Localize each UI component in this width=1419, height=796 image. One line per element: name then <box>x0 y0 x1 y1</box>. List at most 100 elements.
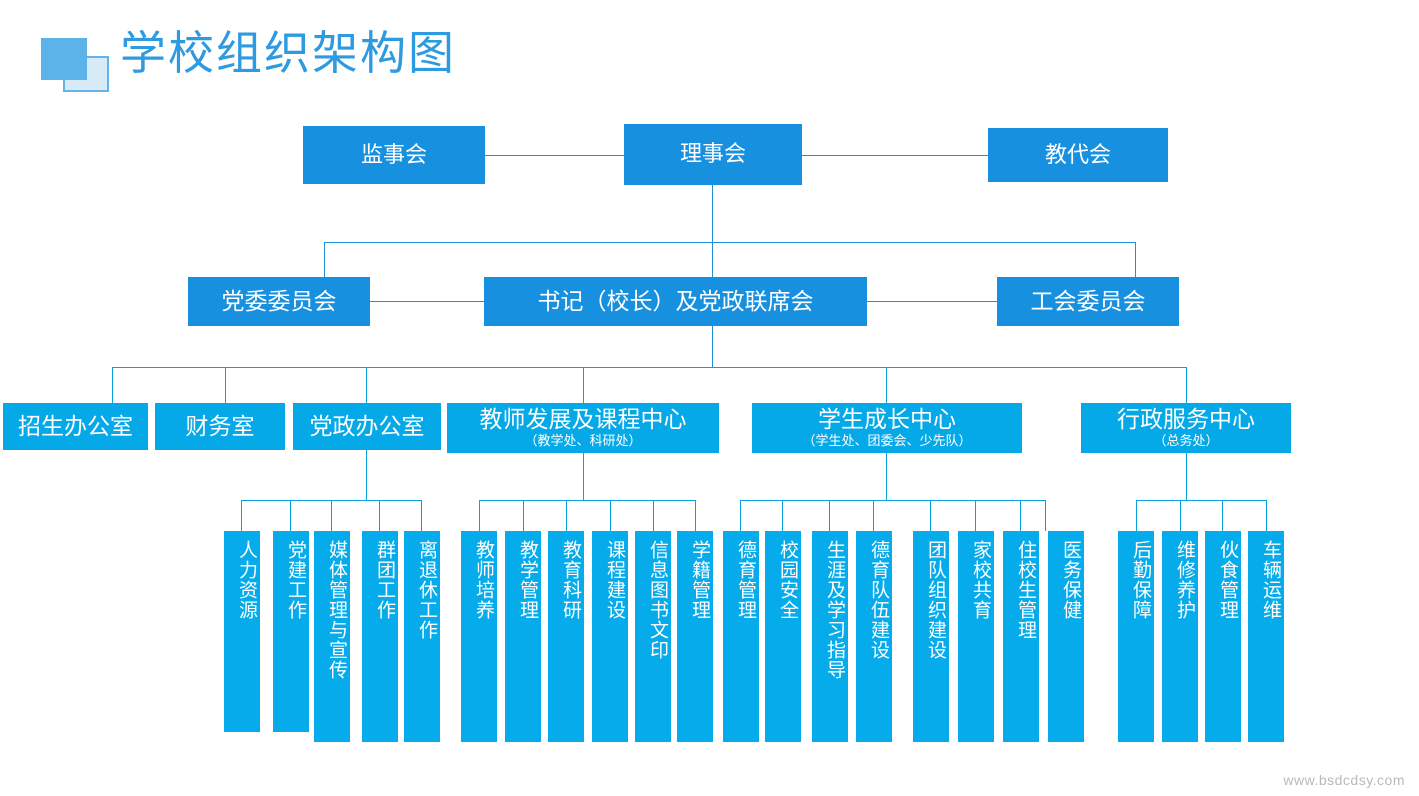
connector-groupA-drop-1 <box>241 500 242 531</box>
connector-groupC-drop-3 <box>829 500 830 531</box>
connector-groupB-bus <box>479 500 695 501</box>
connector-l2-drop-right <box>1135 242 1136 277</box>
connector-groupB-drop-3 <box>566 500 567 531</box>
connector-groupB-drop-1 <box>479 500 480 531</box>
leaf-label: 媒体管理与宣传 <box>326 540 347 680</box>
node-party-admin-office[interactable]: 党政办公室 <box>293 403 441 450</box>
leaf-home-school-coeducation[interactable]: 家校共育 <box>958 531 994 742</box>
node-label: 监事会 <box>360 141 427 167</box>
connector-groupA-stem <box>366 450 367 500</box>
connector-l1-right <box>802 155 988 156</box>
connector-groupB-stem <box>583 453 584 500</box>
leaf-label: 党建工作 <box>285 540 306 620</box>
node-label: 行政服务中心 <box>1117 406 1255 433</box>
connector-l3-drop-2 <box>225 367 226 403</box>
leaf-label: 生涯及学习指导 <box>824 540 845 680</box>
node-faculty-congress[interactable]: 教代会 <box>988 128 1168 182</box>
leaf-campus-safety[interactable]: 校园安全 <box>765 531 801 742</box>
leaf-mass-organization-work[interactable]: 群团工作 <box>362 531 398 742</box>
connector-groupC-drop-7 <box>1020 500 1021 531</box>
node-label: 理事会 <box>679 141 746 167</box>
leaf-information-library-printing[interactable]: 信息图书文印 <box>635 531 671 742</box>
connector-groupC-drop-2 <box>782 500 783 531</box>
connector-groupA-drop-2 <box>290 500 291 531</box>
node-finance-office[interactable]: 财务室 <box>155 403 285 450</box>
connector-l3-drop-3 <box>366 367 367 403</box>
leaf-label: 医务保健 <box>1060 540 1081 620</box>
leaf-league-team-organization[interactable]: 团队组织建设 <box>913 531 949 742</box>
connector-groupB-drop-5 <box>653 500 654 531</box>
connector-groupC-drop-4 <box>873 500 874 531</box>
connector-l1-left <box>485 155 624 156</box>
node-label: 工会委员会 <box>1030 287 1146 314</box>
leaf-human-resources[interactable]: 人力资源 <box>224 531 260 732</box>
leaf-label: 后勤保障 <box>1130 540 1151 620</box>
node-student-growth-center[interactable]: 学生成长中心 （学生处、团委会、少先队） <box>752 403 1022 453</box>
connector-groupB-drop-2 <box>523 500 524 531</box>
leaf-medical-health-care[interactable]: 医务保健 <box>1048 531 1084 742</box>
leaf-label: 团队组织建设 <box>925 540 946 660</box>
connector-groupB-drop-6 <box>695 500 696 531</box>
leaf-catering-management[interactable]: 伙食管理 <box>1205 531 1241 742</box>
connector-l2-drop-center <box>712 242 713 277</box>
node-label: 教代会 <box>1044 141 1111 167</box>
leaf-curriculum-development[interactable]: 课程建设 <box>592 531 628 742</box>
leaf-media-management[interactable]: 媒体管理与宣传 <box>314 531 350 742</box>
connector-l2-drop-left <box>324 242 325 277</box>
node-teacher-development-center[interactable]: 教师发展及课程中心 （教学处、科研处） <box>447 403 719 453</box>
leaf-vehicle-operations[interactable]: 车辆运维 <box>1248 531 1284 742</box>
square-filled-icon <box>41 38 87 80</box>
leaf-label: 教学管理 <box>517 540 538 620</box>
connector-groupB-drop-4 <box>610 500 611 531</box>
connector-groupC-stem <box>886 453 887 500</box>
connector-l3-stem <box>712 326 713 367</box>
connector-groupC-drop-1 <box>740 500 741 531</box>
leaf-party-building[interactable]: 党建工作 <box>273 531 309 732</box>
connector-groupD-drop-3 <box>1222 500 1223 531</box>
leaf-label: 人力资源 <box>236 540 257 620</box>
leaf-moral-education-team[interactable]: 德育队伍建设 <box>856 531 892 742</box>
node-board-of-directors[interactable]: 理事会 <box>624 124 802 185</box>
node-admissions-office[interactable]: 招生办公室 <box>3 403 148 450</box>
connector-l3-drop-6 <box>1186 367 1187 403</box>
leaf-student-records[interactable]: 学籍管理 <box>677 531 713 742</box>
leaf-moral-education-management[interactable]: 德育管理 <box>723 531 759 742</box>
connector-l3-drop-1 <box>112 367 113 403</box>
node-sublabel: （学生处、团委会、少先队） <box>802 433 972 449</box>
connector-l3-drop-4 <box>583 367 584 403</box>
leaf-boarding-student-management[interactable]: 住校生管理 <box>1003 531 1039 742</box>
connector-l2-link-right <box>867 301 997 302</box>
leaf-label: 学籍管理 <box>689 540 710 620</box>
leaf-maintenance[interactable]: 维修养护 <box>1162 531 1198 742</box>
leaf-label: 住校生管理 <box>1015 540 1036 640</box>
node-labor-union-committee[interactable]: 工会委员会 <box>997 277 1179 326</box>
node-principal-joint-meeting[interactable]: 书记（校长）及党政联席会 <box>484 277 867 326</box>
leaf-teacher-training[interactable]: 教师培养 <box>461 531 497 742</box>
leaf-teaching-management[interactable]: 教学管理 <box>505 531 541 742</box>
leaf-education-research[interactable]: 教育科研 <box>548 531 584 742</box>
connector-groupD-drop-1 <box>1136 500 1137 531</box>
node-party-committee[interactable]: 党委委员会 <box>188 277 370 326</box>
connector-l2-link-left <box>370 301 484 302</box>
connector-groupA-drop-4 <box>379 500 380 531</box>
leaf-retiree-affairs[interactable]: 离退休工作 <box>404 531 440 742</box>
title-decoration-icon <box>41 38 111 93</box>
leaf-logistics-support[interactable]: 后勤保障 <box>1118 531 1154 742</box>
node-label: 党政办公室 <box>309 412 425 439</box>
node-supervisory-board[interactable]: 监事会 <box>303 126 485 184</box>
connector-groupD-stem <box>1186 453 1187 500</box>
leaf-label: 校园安全 <box>777 540 798 620</box>
node-label: 学生成长中心 <box>818 406 956 433</box>
leaf-label: 车辆运维 <box>1260 540 1281 620</box>
node-label: 教师发展及课程中心 <box>479 406 687 433</box>
leaf-career-study-guidance[interactable]: 生涯及学习指导 <box>812 531 848 742</box>
connector-groupA-drop-3 <box>331 500 332 531</box>
node-admin-service-center[interactable]: 行政服务中心 （总务处） <box>1081 403 1291 453</box>
leaf-label: 离退休工作 <box>416 540 437 640</box>
connector-groupC-drop-5 <box>930 500 931 531</box>
node-label: 财务室 <box>185 412 255 439</box>
connector-groupD-drop-4 <box>1266 500 1267 531</box>
node-label: 书记（校长）及党政联席会 <box>537 287 814 314</box>
leaf-label: 德育管理 <box>735 540 756 620</box>
